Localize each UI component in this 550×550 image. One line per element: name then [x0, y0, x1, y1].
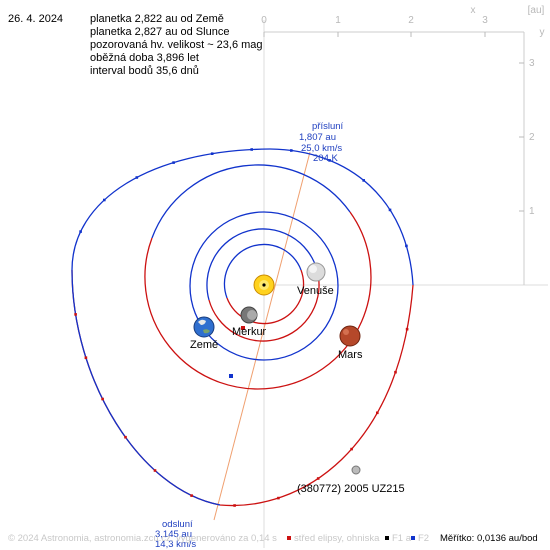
date-label: 26. 4. 2024: [8, 13, 63, 25]
perihelion-speed: 25,0 km/s: [301, 143, 342, 154]
apsides-line: [213, 151, 311, 521]
orbit-point: [316, 477, 320, 480]
orbit-point: [190, 494, 193, 497]
venus-icon: [306, 262, 326, 282]
mercury-icon: [240, 306, 258, 324]
asteroid-orbit-north: [71, 148, 414, 286]
orbit-point: [103, 198, 106, 202]
orbit-point: [210, 152, 214, 155]
orbit-point: [405, 244, 408, 248]
f2-legend-text: F2: [418, 533, 429, 544]
perihelion-label: přísluní 1,807 au 25,0 km/s 204 K: [299, 121, 344, 164]
earth-icon: [193, 316, 215, 338]
orbit-point: [277, 496, 280, 500]
venus-label: Venuše: [297, 285, 334, 297]
orbit-point: [388, 208, 392, 212]
y-axis-label: y: [540, 27, 545, 38]
orbit-point: [79, 230, 82, 233]
mars-orbit-south: [144, 211, 372, 390]
aphelion-distance: 3,145 au: [155, 529, 192, 540]
aphelion-speed: 14,3 km/s: [155, 539, 196, 550]
orbit-point: [101, 397, 104, 401]
focus-f2-marker: [229, 374, 233, 378]
mars-orbit-north: [151, 164, 351, 239]
orbit-point: [362, 179, 365, 182]
info-line: interval bodů 35,6 dnů: [90, 65, 199, 77]
asteroid-orbit: [71, 148, 414, 507]
asteroid-orbit-below: [71, 269, 221, 506]
orbit-point: [350, 447, 353, 451]
info-line: pozorovaná hv. velikost ~ 23,6 mag: [90, 39, 263, 51]
mars-icon: [339, 325, 361, 347]
asteroid-icon: [351, 465, 361, 475]
orbit-point: [376, 411, 379, 415]
unit-label: [au]: [528, 5, 545, 16]
orbit-point: [135, 176, 139, 179]
perihelion-distance: 1,807 au: [299, 132, 336, 143]
orbit-point: [84, 356, 88, 359]
axes: 0 1 2 3 x [au] 3 2 1 y: [261, 5, 548, 548]
orbit-point: [290, 149, 293, 152]
orbit-point: [172, 161, 175, 164]
orbit-point: [124, 435, 127, 439]
orbit-points: [74, 148, 409, 507]
f1-legend-marker: [385, 536, 389, 540]
venus-orbit-south: [208, 269, 320, 342]
copyright-text: © 2024 Astronomia, astronomia.zcu.cz, vy…: [8, 533, 277, 544]
x-tick-label: 2: [408, 15, 414, 26]
orbit-point: [74, 313, 77, 316]
earth-orbit: [189, 211, 339, 361]
y-tick-label: 1: [529, 206, 535, 217]
x-tick-label: 0: [261, 15, 267, 26]
aphelion-label: odsluní 3,145 au 14,3 km/s: [155, 519, 196, 550]
mercury-orbit-south: [226, 269, 305, 325]
orbit-point: [233, 504, 236, 507]
y-tick-label: 2: [529, 132, 535, 143]
f1-legend-text: F1 a: [392, 533, 412, 544]
y-tick-label: 3: [529, 58, 535, 69]
f2-legend-marker: [411, 536, 415, 540]
sun-icon: [253, 274, 275, 296]
info-line: oběžná doba 3,896 let: [90, 52, 199, 64]
planet-orbits: [144, 164, 372, 390]
perihelion-temperature: 204 K: [313, 153, 338, 164]
ellipse-center-marker: [241, 326, 245, 330]
center-legend-text: střed elipsy, ohniska: [294, 533, 380, 544]
x-axis-label: x: [471, 5, 476, 16]
earth-label: Země: [190, 339, 218, 351]
orbit-point: [250, 148, 253, 151]
perihelion-title: přísluní: [312, 121, 344, 132]
x-tick-label: 3: [482, 15, 488, 26]
orbit-point: [328, 159, 331, 162]
mercury-label: Merkur: [232, 326, 267, 338]
scale-text: Měřítko: 0,0136 au/bod: [440, 533, 538, 544]
mercury-orbit-north: [223, 243, 302, 299]
x-tick-label: 1: [335, 15, 341, 26]
info-line: planetka 2,822 au od Země: [90, 13, 224, 25]
asteroid-label: (380772) 2005 UZ215: [297, 483, 405, 495]
center-legend-marker: [287, 536, 291, 540]
mars-label: Mars: [338, 349, 363, 361]
info-line: planetka 2,827 au od Slunce: [90, 26, 229, 38]
orbit-point: [405, 327, 409, 331]
orbit-point: [153, 469, 157, 472]
aphelion-title: odsluní: [162, 519, 193, 530]
orbit-point: [394, 370, 397, 374]
venus-orbit-north: [206, 228, 318, 301]
